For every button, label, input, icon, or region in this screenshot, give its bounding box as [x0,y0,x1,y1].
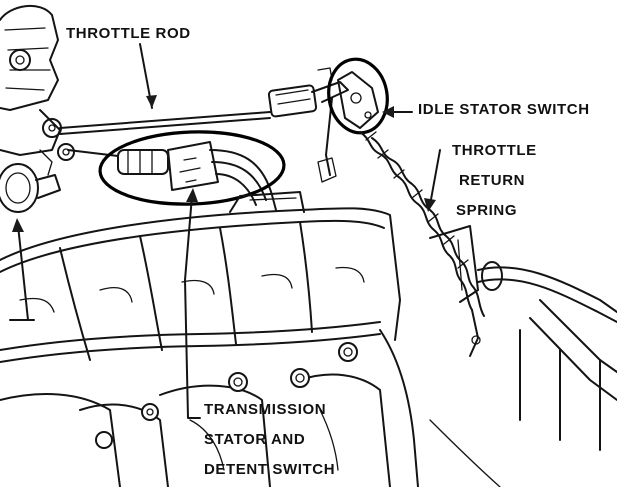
detent-switch-label: DETENT SWITCH [204,461,336,478]
return-label: RETURN [459,172,526,189]
idle-switch-highlight-circle [327,57,389,135]
throttle-rod-label: THROTTLE ROD [66,25,191,42]
transmission-switch-highlight-circle [98,130,286,206]
throttle-rod [42,67,349,138]
throttle-label: THROTTLE [452,142,537,159]
right-bracket [429,225,617,401]
valve-cover [0,191,401,363]
transmission-label: TRANSMISSION [204,401,327,418]
leader-arrows [9,43,441,419]
vacuum-module [0,149,61,213]
throttle-return-spring [359,131,485,357]
idle-stator-switch-label: IDLE STATOR SWITCH [418,101,590,118]
transmission-switch [57,141,277,211]
spring-label: SPRING [456,202,518,219]
idle-stator-switch [317,71,379,183]
manifold [0,329,601,487]
stator-and-label: STATOR AND [204,431,306,448]
carburetor [0,4,61,156]
